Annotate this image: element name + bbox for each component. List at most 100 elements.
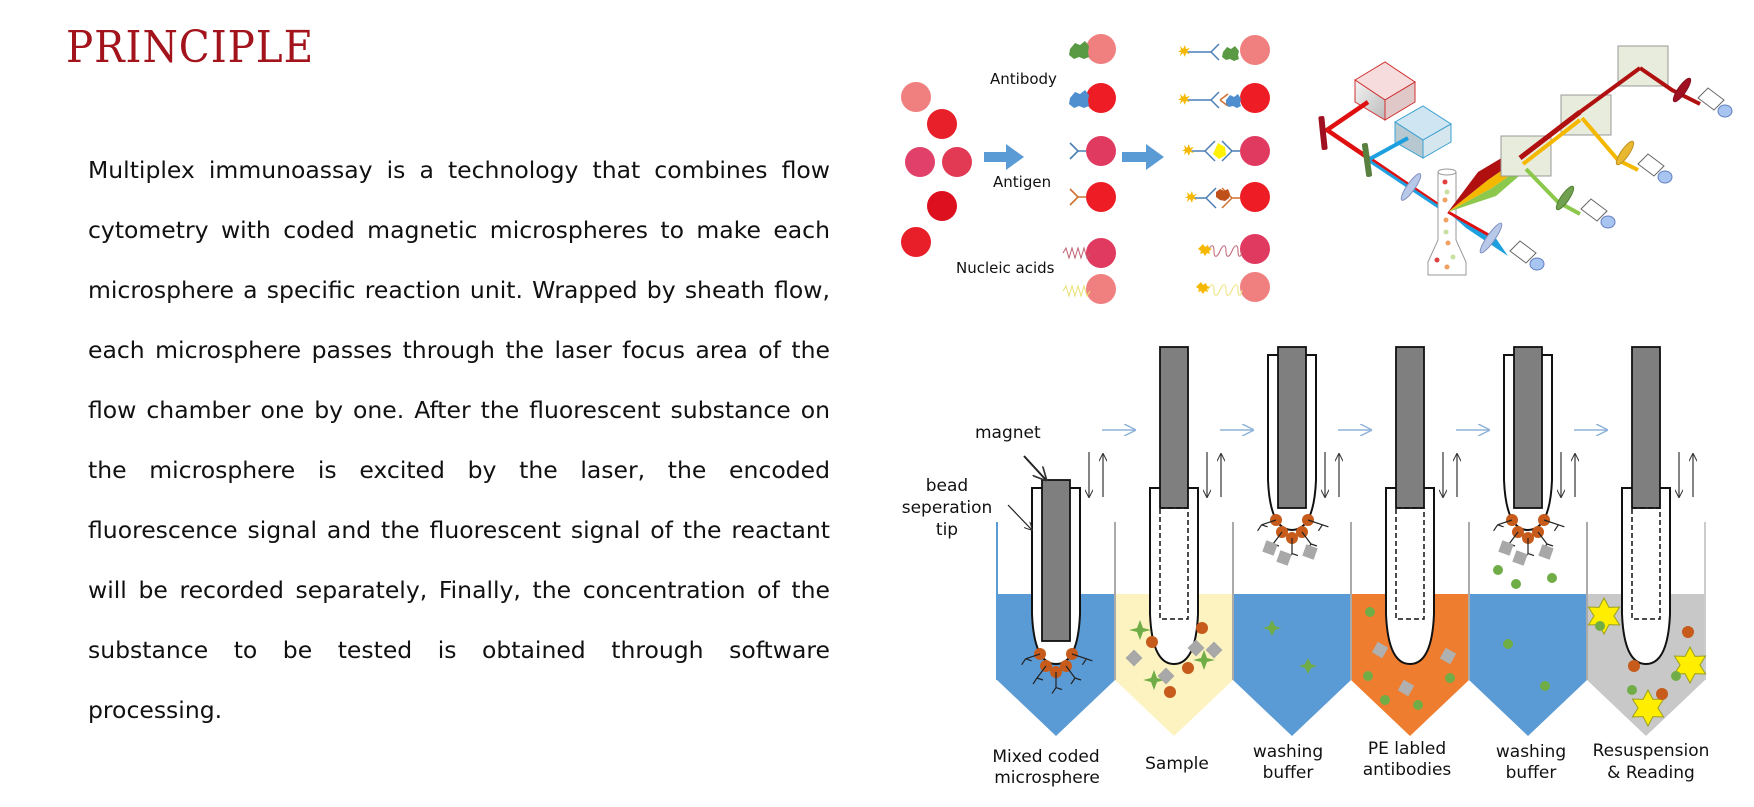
pe-label-dot: [1413, 700, 1423, 710]
antibody-icon: [1307, 519, 1329, 532]
microsphere: [942, 147, 972, 177]
green-analyte-icon: [1129, 620, 1151, 640]
filter-icon: [1479, 222, 1503, 254]
microsphere-nucleic-yellow: [1086, 274, 1116, 304]
coupling-diagram: Antibody Antigen Nucleic acids: [901, 34, 1270, 304]
microsphere-bead: [1196, 622, 1208, 634]
green-analyte-icon: [1263, 620, 1281, 636]
magnet-slot-dashed: [1631, 507, 1661, 620]
detector-red-icon: [1697, 87, 1733, 118]
step-label-line1: Mixed coded: [992, 747, 1099, 767]
antibody-blue-icon: [1069, 142, 1086, 160]
pe-label-dot: [1380, 695, 1390, 705]
microsphere-bead: [1164, 686, 1176, 698]
detector-blue-icon: [1509, 240, 1545, 271]
green-analyte-icon: [1299, 658, 1317, 674]
pe-label-dot: [1445, 673, 1455, 683]
antibody-label: Antibody: [990, 70, 1057, 88]
red-laser-icon: [1354, 61, 1416, 121]
tip-pointer-arrow: [1007, 504, 1032, 530]
description-line: microsphere a specific reaction unit. Wr…: [88, 276, 830, 304]
filter-icon: [1615, 140, 1635, 166]
step-label-line1: washing: [1496, 742, 1566, 762]
pe-label-dot: [1363, 671, 1373, 681]
microsphere-nucleic-red: [1086, 238, 1116, 268]
green-analyte-icon: [1193, 650, 1215, 670]
microsphere-bead: [1656, 688, 1668, 700]
magnet-label: magnet: [975, 423, 1041, 443]
antibody-icon: [1493, 519, 1513, 532]
detected-complexes: [1178, 35, 1270, 302]
antibody-icon: [1257, 519, 1277, 532]
step-label-line1: washing: [1253, 742, 1323, 762]
magnet-slot-dashed: [1395, 507, 1425, 620]
microsphere-bead: [1628, 660, 1640, 672]
bead-tip-label-line2: seperation: [902, 498, 993, 518]
optics-diagram: [1318, 45, 1733, 276]
pe-label-dot: [1547, 573, 1557, 583]
magnet-rod: [1277, 346, 1307, 509]
fluorescent-star-icon: [1673, 645, 1707, 685]
pe-label-dot: [1511, 579, 1521, 589]
antigen-green-icon: [1069, 41, 1089, 59]
bead-separation-tip: [1385, 487, 1435, 666]
description-line: processing.: [88, 696, 223, 724]
antibody-icon: [1065, 665, 1082, 685]
antigen-square-icon: [1276, 550, 1292, 566]
antigen-square-icon: [1125, 649, 1143, 667]
filter-icon: [1555, 185, 1575, 211]
detector-green-icon: [1580, 198, 1616, 229]
arrow-right-icon: [984, 144, 1024, 170]
antibody-icon: [1071, 653, 1093, 666]
antibody-icon: [1543, 519, 1565, 532]
antigen-square-icon: [1439, 647, 1457, 665]
microsphere: [901, 227, 931, 257]
mirror-icon: [1318, 115, 1328, 151]
antigen-label: Antigen: [993, 173, 1051, 191]
step-label-line1: Sample: [1145, 754, 1209, 774]
antigen-square-icon: [1371, 641, 1389, 659]
antigen-blue-icon: [1069, 90, 1089, 108]
pe-label-dot: [1671, 671, 1681, 681]
antigen-square-icon: [1498, 540, 1514, 556]
magnet-pointer-arrow: [1023, 455, 1046, 480]
antigen-square-icon: [1157, 667, 1175, 685]
magnet-rod: [1395, 346, 1425, 509]
pe-label-dot: [1503, 639, 1513, 649]
nucleic-acid-yellow-icon: [1062, 284, 1091, 298]
antigen-square-icon: [1302, 544, 1318, 560]
bead-separation-tip: [1621, 487, 1671, 666]
antibody-icon: [1032, 665, 1047, 685]
nucleic-acid-red-icon: [1062, 246, 1091, 260]
step-label-line1: Resuspension: [1593, 741, 1710, 761]
antigen-square-icon: [1187, 639, 1205, 657]
blue-laser-icon: [1394, 105, 1452, 159]
page-title: PRINCIPLE: [66, 22, 315, 73]
magnet-rod: [1159, 346, 1189, 509]
description-line: each microsphere passes through the lase…: [88, 336, 830, 364]
arrow-right-icon: [1122, 144, 1164, 170]
description-line: substance to be tested is obtained throu…: [88, 636, 830, 664]
antigen-square-icon: [1262, 540, 1278, 556]
bead-separation-tip: [1149, 487, 1199, 666]
antibody-icon: [1051, 672, 1063, 694]
microsphere: [927, 191, 957, 221]
antigen-square-icon: [1397, 679, 1415, 697]
description-line: Multiplex immunoassay is a technology th…: [88, 156, 830, 184]
microsphere-bead: [1146, 636, 1158, 648]
pe-label-dot: [1493, 565, 1503, 575]
microsphere: [927, 109, 957, 139]
description-line: fluorescence signal and the fluorescent …: [88, 516, 830, 544]
step-label-line2: & Reading: [1607, 763, 1695, 783]
pe-label-dot: [1595, 621, 1605, 631]
microsphere-antibody-orange: [1086, 182, 1116, 212]
microsphere: [901, 82, 931, 112]
antibody-orange-icon: [1069, 188, 1086, 206]
description-line: flow chamber one by one. After the fluor…: [88, 396, 830, 424]
microsphere: [905, 147, 935, 177]
antigen-square-icon: [1538, 544, 1554, 560]
well-liquid: [1233, 594, 1351, 736]
dichroic-mirror-icon: [1361, 143, 1373, 177]
step-label-line2: antibodies: [1363, 760, 1452, 780]
